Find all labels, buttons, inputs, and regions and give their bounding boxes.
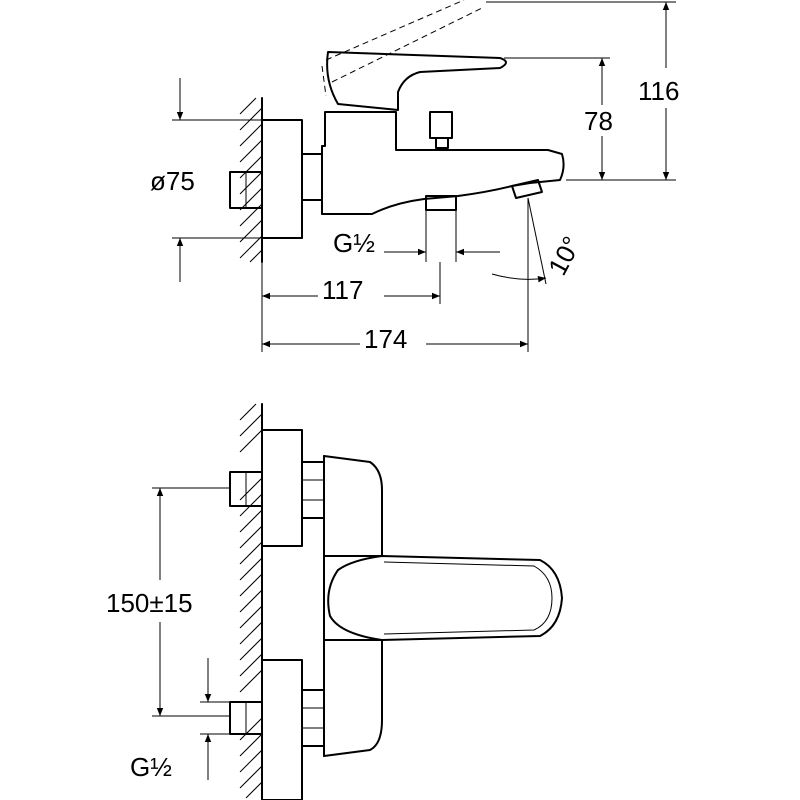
dim-78-label: 78 — [584, 106, 613, 136]
connector-nut — [301, 153, 323, 201]
dim-117-label: 117 — [322, 275, 363, 305]
lever-handle-open — [321, 0, 483, 97]
dim-116: 116 — [486, 1, 679, 180]
side-view: ø75 G½ 117 174 10° — [150, 0, 679, 354]
top-view: 150±15 G½ — [106, 403, 563, 800]
dim-angle: 10° — [491, 197, 587, 285]
connector-nut-upper — [301, 461, 325, 519]
diverter-stem — [435, 137, 449, 149]
wall-flange-lower — [261, 659, 303, 800]
inlet-pipe-lower — [229, 701, 263, 735]
shower-outlet — [425, 195, 457, 211]
dim-116-label: 116 — [638, 76, 679, 106]
connector-nut-lower — [301, 689, 325, 747]
thread-label-top: G½ — [130, 752, 172, 782]
dim-thread-side: G½ — [333, 210, 500, 262]
spacing-label: 150±15 — [106, 588, 193, 618]
mixer-body — [321, 111, 565, 215]
lever-handle-top-outline — [383, 561, 553, 635]
wall-flange — [261, 119, 303, 239]
dim-thread-top: G½ — [130, 658, 230, 782]
mixer-body-top — [323, 455, 383, 757]
wall-hatch-top — [239, 403, 263, 800]
spout-outlet — [511, 179, 543, 199]
thread-label-side: G½ — [333, 228, 375, 258]
dim-78: 78 — [504, 57, 676, 181]
dim-174: 174 — [262, 198, 529, 354]
diverter-knob — [429, 111, 453, 139]
dim-diameter: ø75 — [150, 78, 262, 282]
lever-handle-top — [327, 555, 563, 641]
diameter-label: ø75 — [150, 166, 195, 196]
inlet-pipe-upper — [229, 471, 263, 507]
wall-hatch-side — [239, 97, 263, 263]
lever-handle — [326, 51, 507, 111]
dim-spacing: 150±15 — [106, 487, 230, 717]
dim-174-label: 174 — [364, 324, 407, 354]
wall-flange-upper — [261, 429, 303, 547]
angle-label: 10° — [542, 231, 587, 280]
dim-117: 117 — [261, 262, 441, 352]
